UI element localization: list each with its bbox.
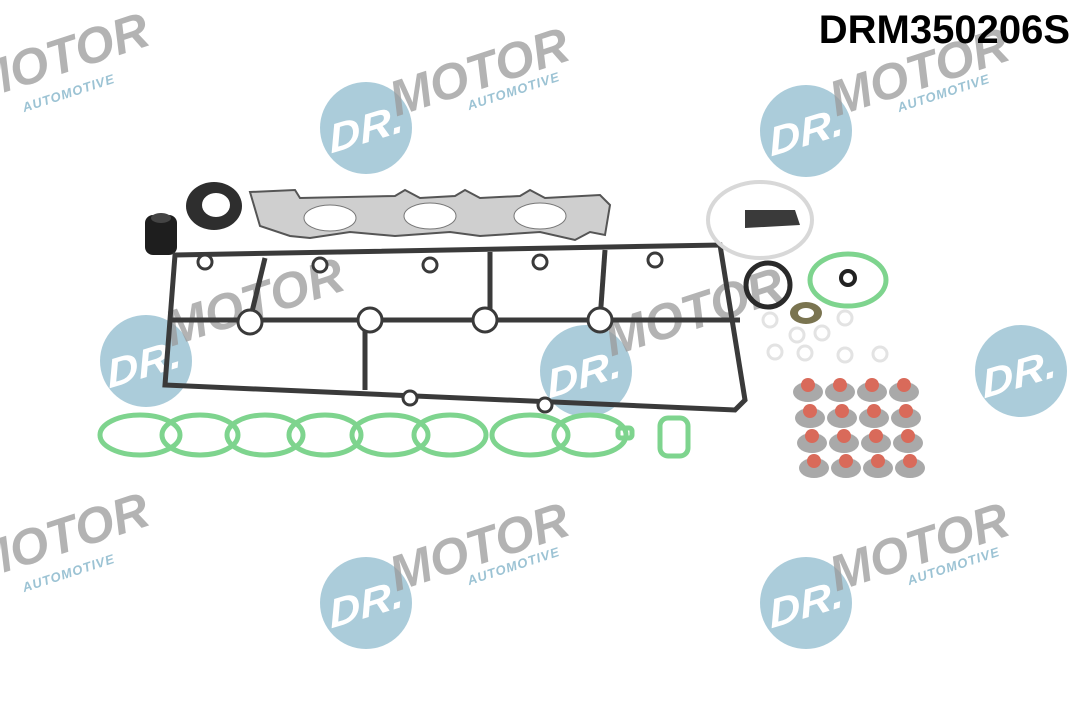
- watermark-circle: [760, 85, 852, 177]
- intake-manifold-gasket-icon: [97, 412, 691, 459]
- watermark-circle: [100, 315, 192, 407]
- watermark-circle: [760, 557, 852, 649]
- valve-stem-seals-icon: [793, 378, 925, 478]
- exhaust-manifold-gasket-icon: [248, 188, 612, 242]
- copper-seal-icon: [790, 302, 822, 324]
- part-number-label: DRM350206S: [818, 8, 1070, 52]
- shaft-seal-icon: [186, 182, 242, 230]
- o-ring-black-icon: [743, 260, 793, 310]
- watermark-circle: [320, 82, 412, 174]
- turbo-gasket-icon: [706, 180, 814, 260]
- watermark-circle: [320, 557, 412, 649]
- grommet-icon: [145, 213, 177, 255]
- washers-icon: [761, 309, 889, 364]
- o-ring-green-icon: [807, 251, 889, 309]
- watermark-circle: [975, 325, 1067, 417]
